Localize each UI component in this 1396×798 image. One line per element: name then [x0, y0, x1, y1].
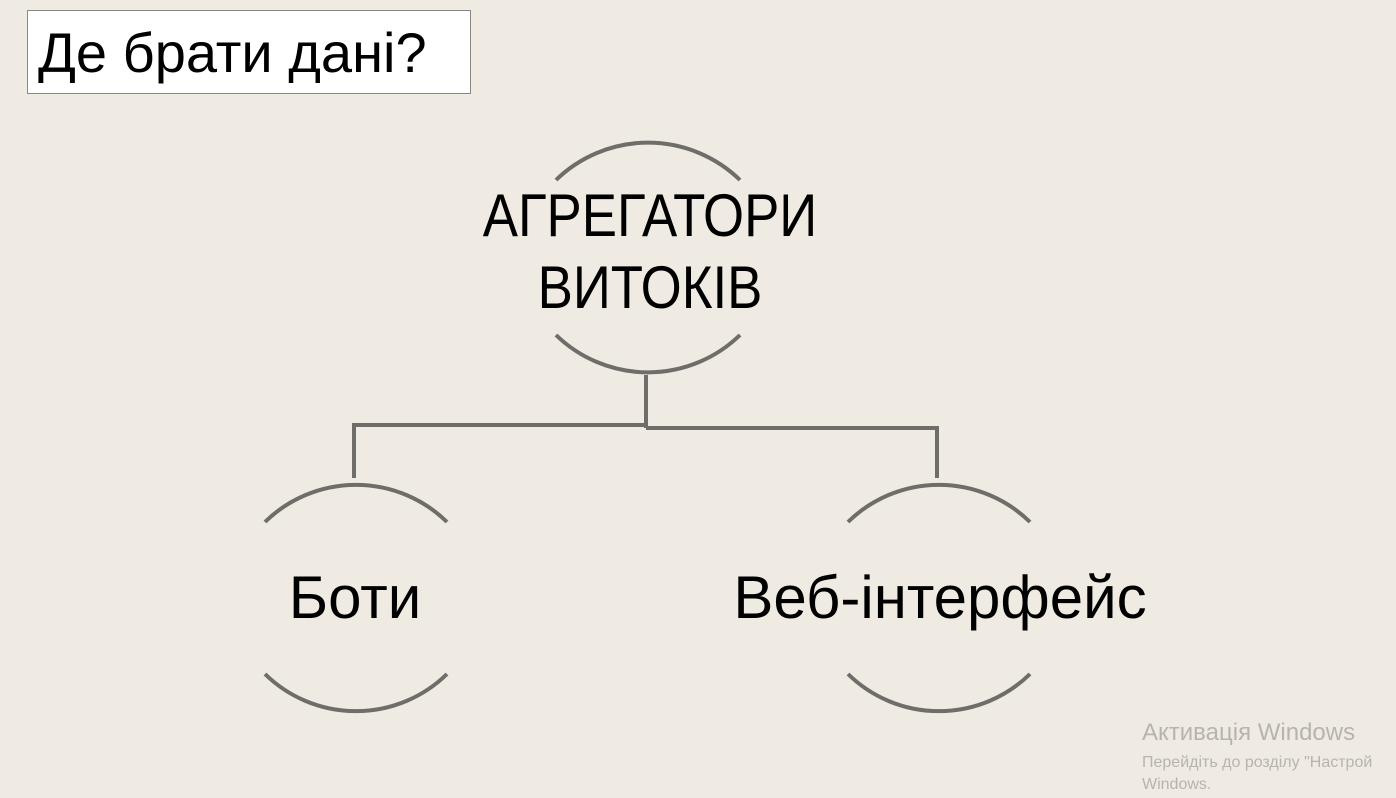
connector-to-left-child	[352, 423, 646, 478]
root-node-label: АГРЕГАТОРИ ВИТОКІВ	[421, 180, 879, 324]
watermark-subtitle-line1: Перейдіть до розділу "Настрой	[1142, 754, 1373, 771]
child-node-web-interface-label: Веб-інтерфейс	[733, 564, 1147, 631]
root-node-label-line1: АГРЕГАТОРИ	[482, 182, 818, 249]
watermark-title: Активація Windows	[1142, 719, 1356, 746]
root-node-top-arc	[554, 140, 742, 182]
root-node-label-line2: ВИТОКІВ	[537, 254, 763, 321]
connector-to-right-child	[646, 426, 939, 478]
left-node-top-arc	[263, 482, 449, 524]
right-node-bottom-arc	[846, 672, 1032, 714]
child-node-bots-label: Боти	[288, 564, 422, 631]
left-node-bottom-arc	[263, 672, 449, 714]
watermark-subtitle: Перейдіть до розділу "Настрой Windows.	[1142, 752, 1396, 796]
windows-activation-watermark: Активація Windows Перейдіть до розділу "…	[1142, 718, 1396, 796]
slide-title-box: Де брати дані?	[27, 10, 471, 94]
watermark-subtitle-line2: Windows.	[1142, 776, 1212, 793]
root-node-bottom-arc	[554, 333, 742, 375]
right-node-top-arc	[846, 482, 1032, 524]
slide-title: Де брати дані?	[38, 21, 427, 84]
